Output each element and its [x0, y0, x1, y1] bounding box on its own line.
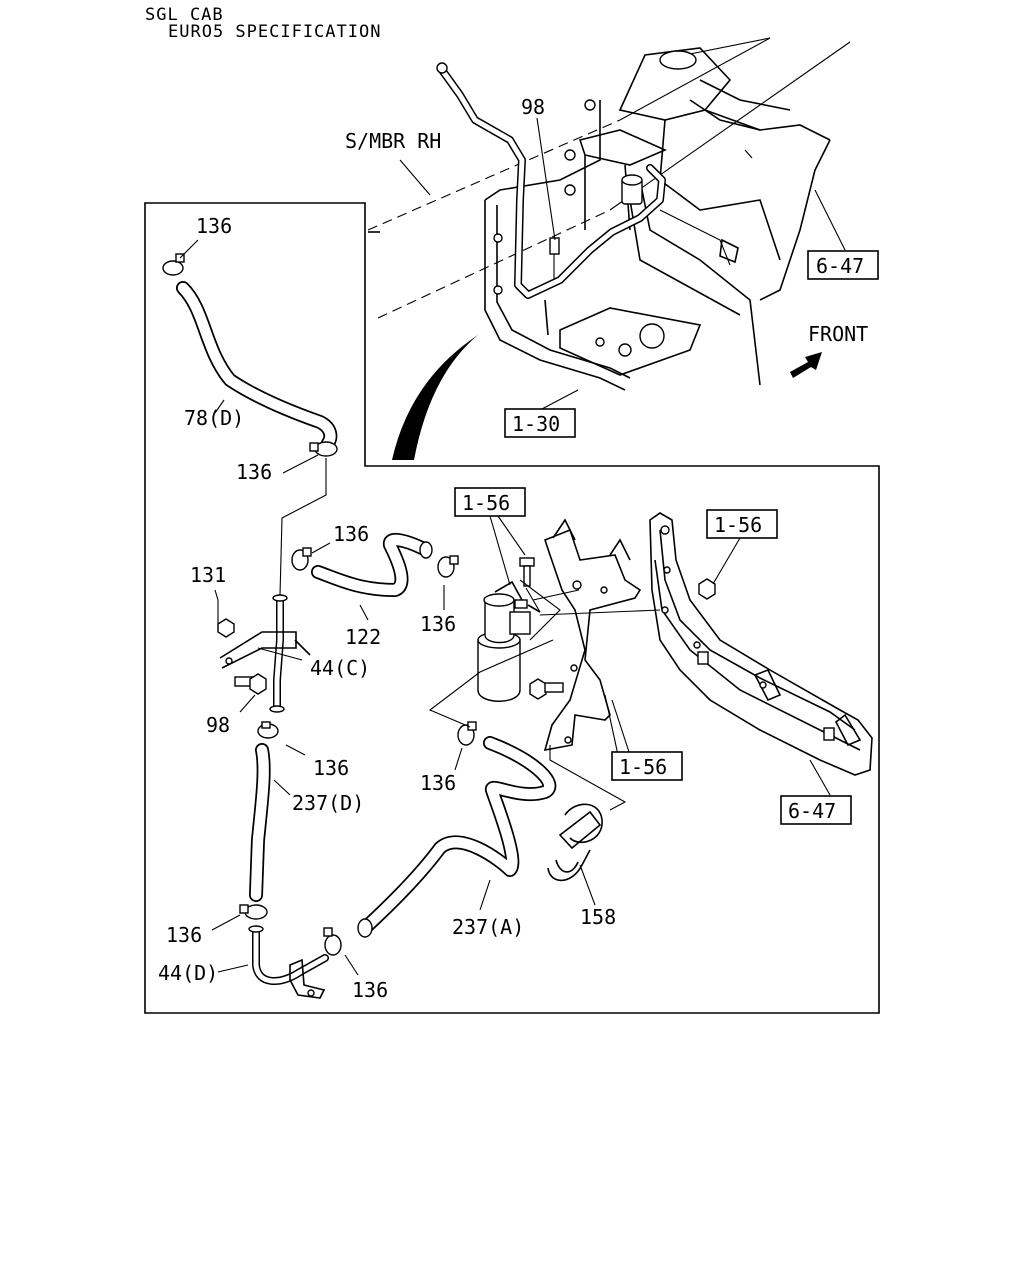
- part-122-label: 122: [345, 625, 381, 649]
- clamp-136-g: [457, 721, 477, 746]
- part-237a-label: 237(A): [452, 915, 524, 939]
- canister-assembly: [477, 580, 541, 702]
- ref-box-1-56-c: [611, 751, 683, 781]
- ref-1-56-b-text: 1-56: [714, 513, 762, 537]
- part-136-d-label: 136: [420, 612, 456, 636]
- ref-1-56-c-text: 1-56: [619, 755, 667, 779]
- clamp-136-d: [437, 555, 459, 578]
- clamp-136-e: [257, 721, 279, 739]
- ref-box-1-30: [504, 408, 576, 438]
- clip-158: [547, 803, 603, 882]
- ref-6-47-top-text: 6-47: [816, 254, 864, 278]
- clamp-136-f: [239, 904, 268, 920]
- ref-6-47-bottom-text: 6-47: [788, 799, 836, 823]
- ref-box-6-47-top: [807, 250, 879, 280]
- hose-237a: [357, 736, 557, 938]
- part-78d-label: 78(D): [184, 406, 244, 430]
- part-131-label: 131: [190, 563, 226, 587]
- detail-frame: [144, 202, 880, 1014]
- side-member-label: S/MBR RH: [345, 129, 441, 153]
- bolt-1-56-side: [529, 678, 564, 700]
- hose-122: [311, 532, 433, 597]
- frame-rail-6-47: [649, 512, 873, 776]
- bracket-assembly: [543, 518, 642, 752]
- part-98-top-label: 98: [521, 95, 545, 119]
- part-136-c-label: 136: [333, 522, 369, 546]
- leader-line-78-to-44c: [279, 458, 327, 596]
- clamp-136-h: [323, 927, 342, 956]
- ref-box-1-56-a: [454, 487, 526, 517]
- ref-1-30-text: 1-30: [512, 412, 560, 436]
- frame-overview-illustration: [367, 37, 851, 411]
- part-136-a-label: 136: [196, 214, 232, 238]
- pipe-44c: [219, 594, 311, 713]
- ref-1-56-a-text: 1-56: [462, 491, 510, 515]
- nut-1-56-rail: [698, 578, 716, 600]
- part-136-b-label: 136: [236, 460, 272, 484]
- part-237d-label: 237(D): [292, 791, 364, 815]
- part-44c-label: 44(C): [310, 656, 370, 680]
- part-136-h-label: 136: [352, 978, 388, 1002]
- header-line-2: EURO5 SPECIFICATION: [168, 22, 381, 42]
- pipe-44d: [248, 925, 329, 999]
- hose-237d: [249, 743, 271, 902]
- part-98-mid-label: 98: [206, 713, 230, 737]
- header-line-1: SGL CAB: [145, 5, 224, 25]
- part-158-label: 158: [580, 905, 616, 929]
- ref-box-1-56-b: [706, 509, 778, 539]
- front-label: FRONT: [808, 322, 868, 346]
- overview-to-detail-arrow: [392, 335, 478, 460]
- bolt-1-56-canister: [519, 557, 535, 587]
- front-arrow-icon: [790, 352, 822, 378]
- part-136-f-label: 136: [420, 771, 456, 795]
- leader-lines: [179, 239, 831, 976]
- clamp-136-c: [291, 547, 312, 571]
- hose-78d: [176, 281, 338, 450]
- nut-131: [217, 618, 235, 638]
- clamp-136-b: [309, 441, 338, 457]
- part-44d-label: 44(D): [158, 961, 218, 985]
- part-136-e-label: 136: [313, 756, 349, 780]
- ref-box-6-47-bottom: [780, 795, 852, 825]
- part-136-g-label: 136: [166, 923, 202, 947]
- bolt-98: [234, 673, 267, 695]
